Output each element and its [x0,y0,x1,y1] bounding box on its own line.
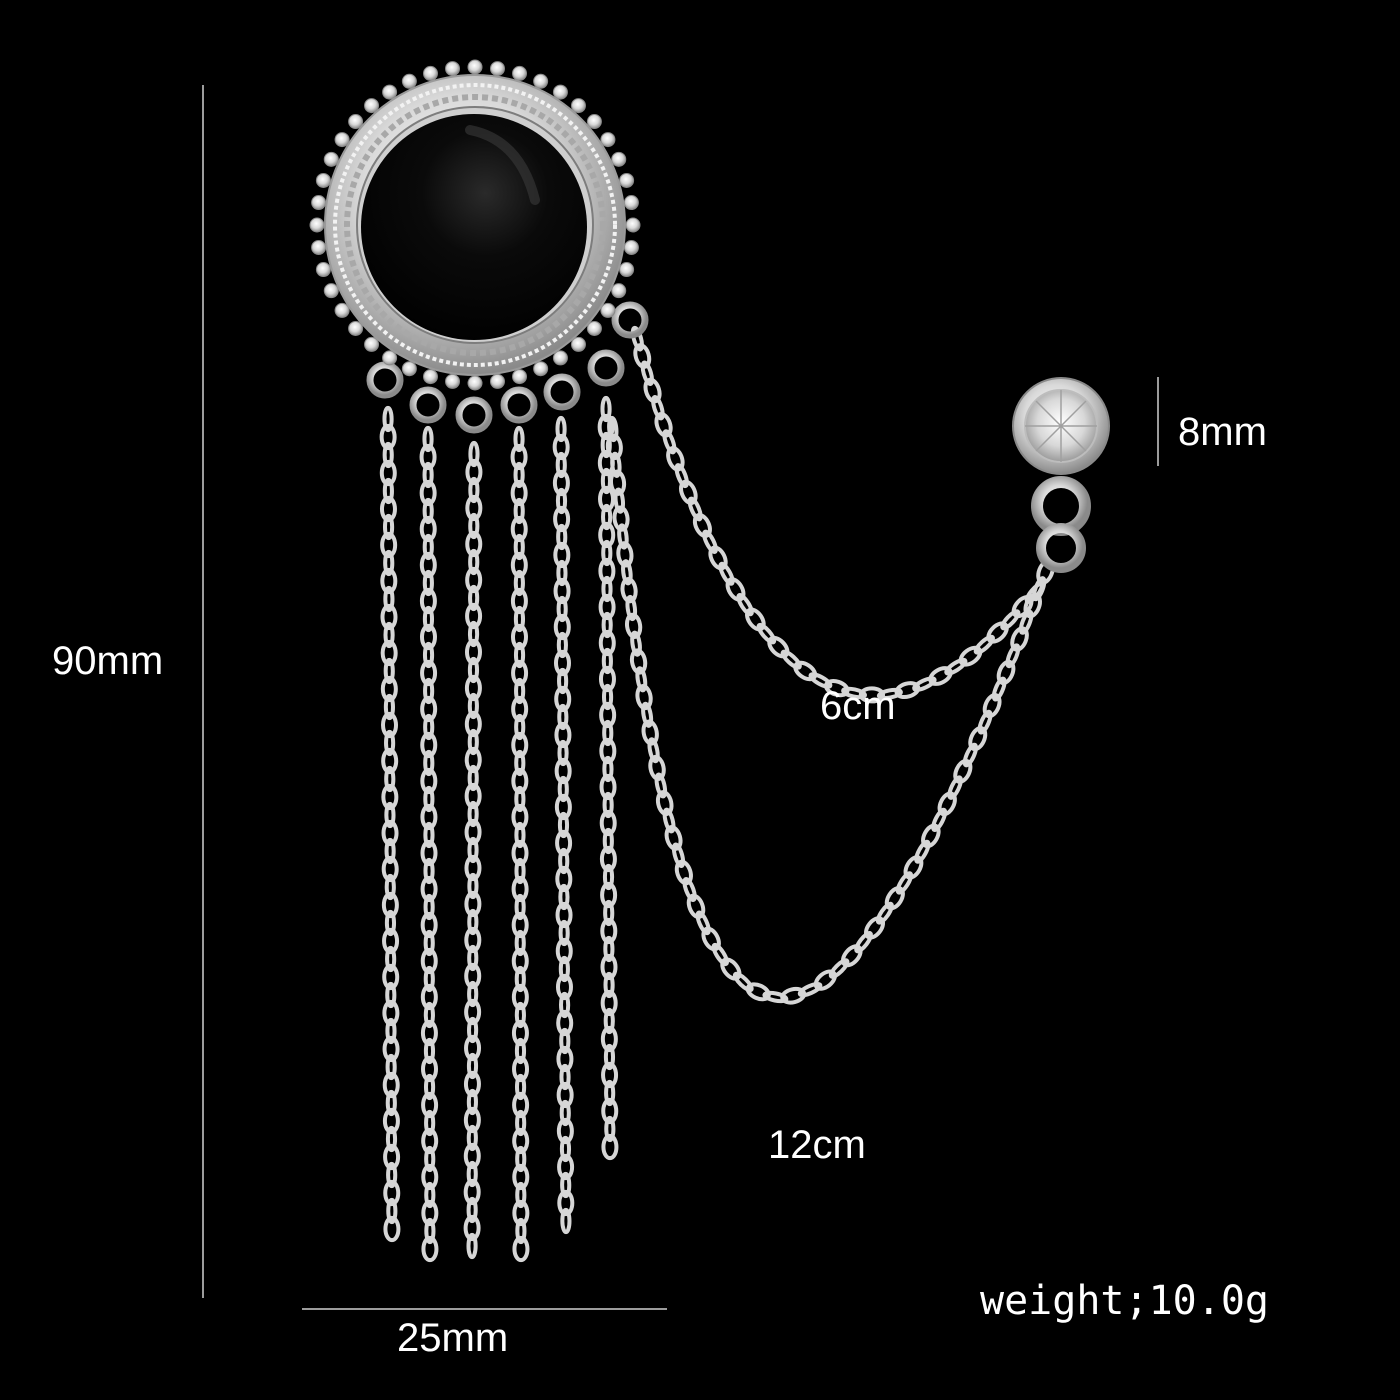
short-chain-label: 6cm [820,684,896,728]
weight-label: weight;10.0g [980,1278,1269,1324]
height-label: 90mm [52,639,164,683]
width-label: 25mm [397,1316,509,1360]
swag-chains [605,325,1055,1005]
rhinestone-stud [1012,377,1110,573]
stone-size-label: 8mm [1178,410,1267,454]
black-enamel-center [361,114,587,340]
long-chain-label: 12cm [768,1123,866,1167]
hanging-rings [366,301,649,434]
medallion [309,59,641,391]
tassel-chains [379,395,619,1263]
medallion-bead-border [309,59,641,391]
